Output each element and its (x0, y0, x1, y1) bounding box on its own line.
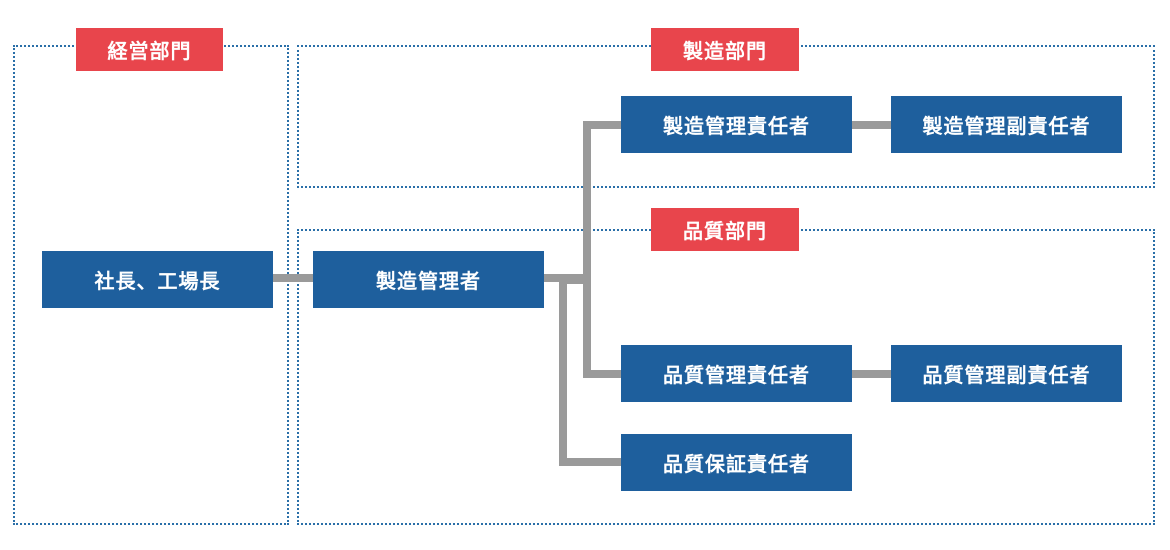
connector-to-quality-assurance-lead (559, 458, 623, 466)
connector-to-manufacturing-lead (583, 121, 623, 129)
management-department-tag: 経営部門 (76, 28, 223, 71)
role-president-factory-manager: 社長、工場長 (42, 251, 273, 308)
connector-to-quality-control-lead (583, 370, 623, 378)
connector-president-to-manager (272, 274, 314, 282)
connector-manufacturing-lead-to-deputy (851, 121, 893, 129)
quality-department-tag: 品質部門 (651, 208, 799, 251)
connector-main-vertical (583, 121, 591, 378)
role-manufacturing-control-deputy: 製造管理副責任者 (891, 96, 1122, 153)
role-manufacturing-control-lead: 製造管理責任者 (621, 96, 852, 153)
connector-quality-lead-to-deputy (851, 370, 893, 378)
connector-qa-elbow-top (559, 278, 587, 284)
role-quality-control-deputy: 品質管理副責任者 (891, 345, 1122, 402)
role-manufacturing-manager: 製造管理者 (313, 251, 544, 308)
manufacturing-department-tag: 製造部門 (651, 28, 799, 71)
role-quality-assurance-lead: 品質保証責任者 (621, 434, 852, 491)
connector-qa-vertical (559, 278, 567, 466)
role-quality-control-lead: 品質管理責任者 (621, 345, 852, 402)
